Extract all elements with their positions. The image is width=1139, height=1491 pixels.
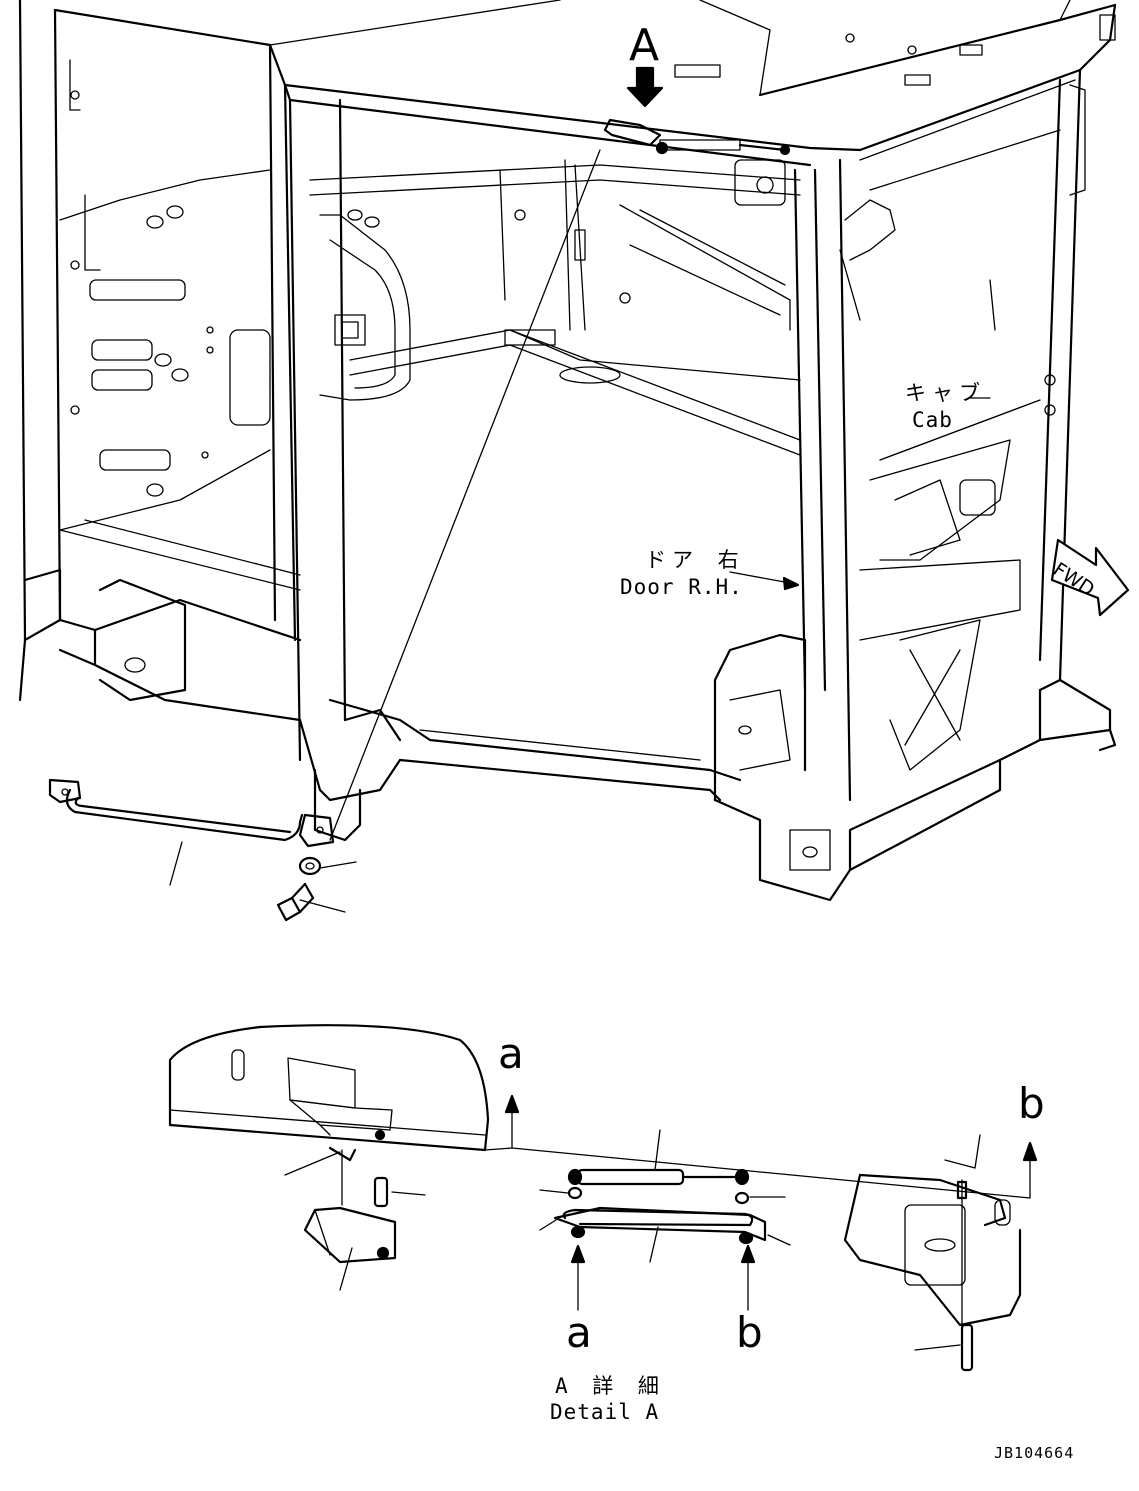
washer (298, 856, 322, 876)
detail-label-jp: A 詳 細 (555, 1374, 665, 1398)
ref-line-a (484, 1094, 520, 1151)
door-label-jp: ドア 右 (645, 548, 745, 572)
clip (328, 1146, 357, 1162)
ref-line-b-arrow (1022, 1141, 1038, 1162)
view-arrow (626, 66, 664, 108)
ref-arrow-a (570, 1244, 586, 1311)
ref-a-bottom-label: a (566, 1308, 592, 1357)
leader-line (339, 1247, 353, 1291)
leader-line (539, 1219, 557, 1231)
ref-b-top-label: b (1018, 1079, 1045, 1128)
view-marker-label: A (629, 20, 660, 71)
door-label-en: Door R.H. (620, 575, 743, 599)
detail-label-en: Detail A (550, 1400, 660, 1424)
pin (373, 1176, 389, 1208)
ref-a-top-label: a (498, 1029, 524, 1078)
ref-b-bottom-label: b (736, 1308, 763, 1357)
grab-handle (48, 778, 335, 848)
cab-label-jp: キャブ (905, 381, 986, 405)
leader-line (914, 1344, 961, 1351)
leader-line (391, 1191, 426, 1196)
leader-line (319, 861, 357, 869)
detail-gas-spring (567, 1168, 750, 1186)
ref-arrow-b (740, 1244, 756, 1311)
bracket (303, 1206, 397, 1264)
connection-line (511, 1147, 1031, 1199)
door-leader (729, 571, 800, 591)
cab-label-en: Cab (912, 408, 953, 432)
leader-line (284, 1151, 341, 1176)
nut-right (734, 1191, 750, 1205)
leader-line (944, 1159, 976, 1169)
leader-line (974, 1134, 981, 1169)
leader-line (767, 1234, 791, 1246)
cab-frame (18, 0, 1117, 902)
leader-line (539, 1189, 569, 1194)
gas-spring-assembly (603, 118, 791, 156)
leader-line (299, 899, 346, 913)
bolt (276, 882, 315, 922)
detail-door-hinge (843, 1173, 1022, 1372)
drawing-code: JB104664 (994, 1444, 1075, 1462)
leader-line (169, 841, 183, 886)
nut-left (567, 1186, 583, 1200)
detail-cab-roof-left (168, 1024, 490, 1152)
leader-line (649, 1226, 659, 1263)
cover-plate (553, 1206, 767, 1245)
leader-line (654, 1129, 661, 1171)
fwd-arrow (1050, 538, 1130, 617)
